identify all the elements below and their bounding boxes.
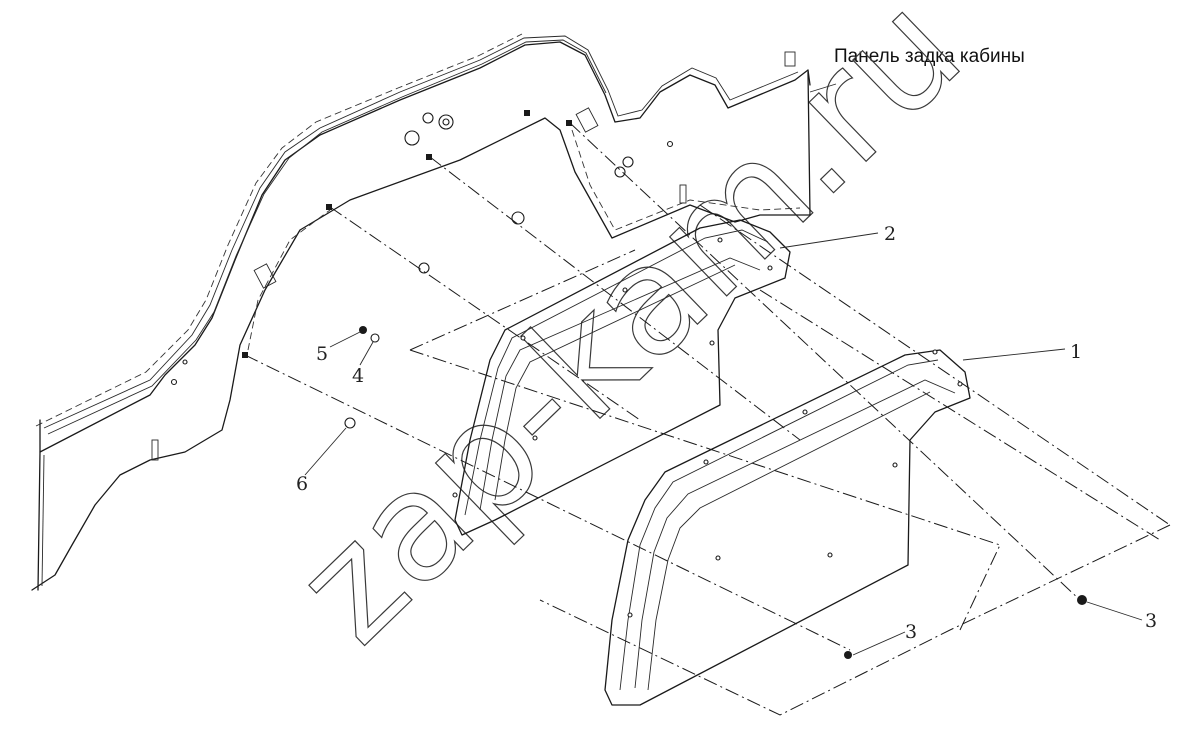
cover-part-2 (452, 219, 791, 536)
axis-lines (244, 122, 1171, 716)
callout-2: 2 (884, 223, 896, 245)
panel-title-label: Панель задка кабины (834, 46, 1025, 67)
nut-3-lower (844, 651, 852, 659)
nut-3-right (1077, 595, 1087, 605)
callout-1: 1 (1070, 341, 1082, 363)
nut-5 (359, 326, 367, 334)
callout-labels: 1 2 3 3 4 5 6 (296, 223, 1157, 643)
washer-4 (370, 333, 380, 343)
cover-part-1 (604, 349, 971, 706)
callout-3-right: 3 (1145, 610, 1157, 632)
callout-4: 4 (352, 365, 364, 387)
washer-6 (344, 417, 356, 429)
rear-cabin-panel (31, 33, 811, 591)
leader-lines (304, 83, 1143, 656)
callout-6: 6 (296, 473, 308, 495)
callout-3-lower: 3 (905, 621, 917, 643)
fasteners (344, 326, 1087, 659)
callout-5: 5 (316, 343, 328, 365)
